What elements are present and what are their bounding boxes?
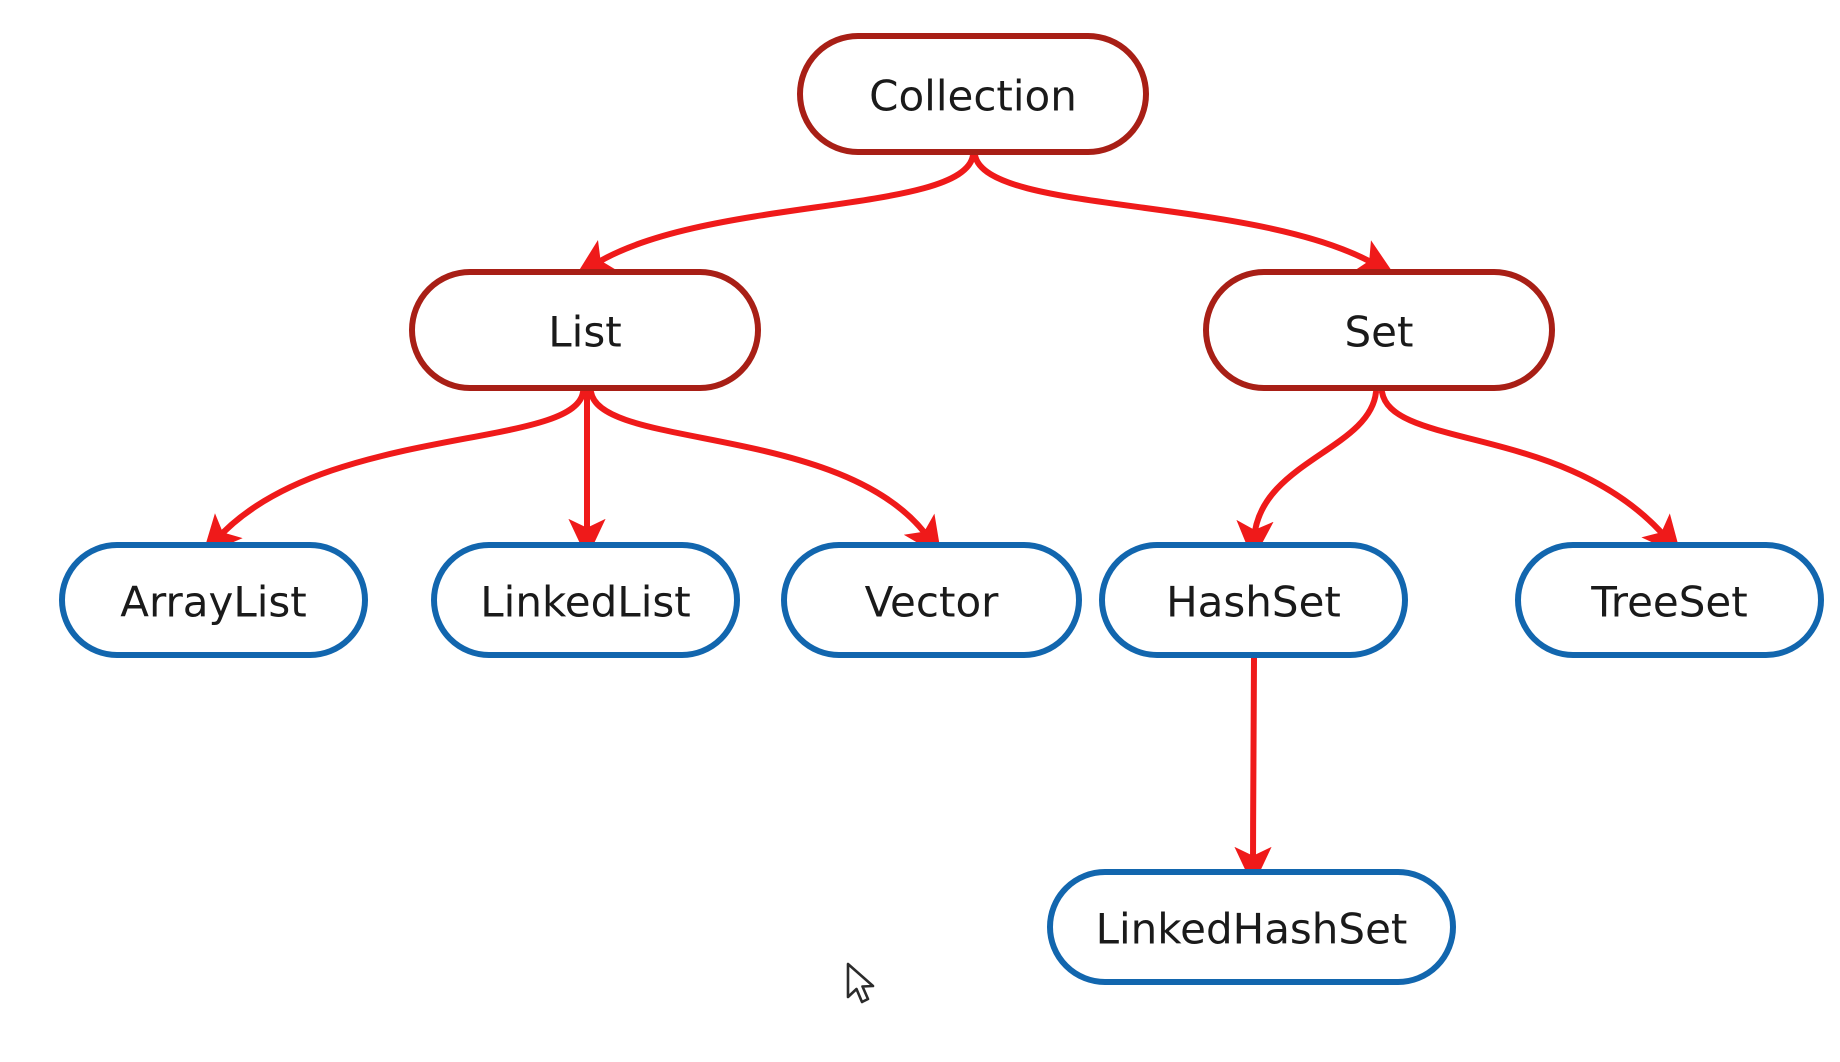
node-shape-treeset	[1515, 542, 1824, 658]
node-label-list: List	[548, 308, 621, 357]
node-set[interactable]: Set	[1203, 269, 1555, 391]
node-treeset[interactable]: TreeSet	[1515, 542, 1824, 658]
node-shape-arraylist	[59, 542, 368, 658]
node-label-linkedlist: LinkedList	[480, 578, 690, 627]
edge-set-treeset	[1379, 389, 1682, 556]
edge-collection-list	[574, 152, 976, 278]
edge-hashset-linkedhashset	[1234, 655, 1272, 887]
node-shape-vector	[781, 542, 1082, 658]
node-hashset[interactable]: HashSet	[1099, 542, 1408, 658]
edges-layer	[202, 152, 1682, 887]
node-collection[interactable]: Collection	[797, 33, 1149, 155]
node-linkedhashset[interactable]: LinkedHashSet	[1047, 869, 1456, 985]
node-shape-set	[1203, 269, 1555, 391]
node-shape-hashset	[1099, 542, 1408, 658]
node-label-linkedhashset: LinkedHashSet	[1096, 905, 1408, 954]
node-vector[interactable]: Vector	[781, 542, 1082, 658]
node-label-hashset: HashSet	[1166, 578, 1341, 627]
node-arraylist[interactable]: ArrayList	[59, 542, 368, 658]
node-linkedlist[interactable]: LinkedList	[431, 542, 740, 658]
edge-set-hashset	[1236, 389, 1379, 561]
node-shape-collection	[797, 33, 1149, 155]
node-list[interactable]: List	[409, 269, 761, 391]
node-shape-linkedhashset	[1047, 869, 1456, 985]
node-label-collection: Collection	[869, 72, 1077, 121]
node-label-set: Set	[1345, 308, 1414, 357]
node-shape-list	[409, 269, 761, 391]
node-label-arraylist: ArrayList	[120, 578, 307, 627]
edge-list-vector	[588, 389, 942, 557]
node-label-vector: Vector	[865, 578, 1000, 627]
edge-list-arraylist	[202, 389, 586, 556]
node-label-treeset: TreeSet	[1590, 578, 1747, 627]
edge-collection-set	[972, 152, 1396, 277]
node-shape-linkedlist	[431, 542, 740, 658]
